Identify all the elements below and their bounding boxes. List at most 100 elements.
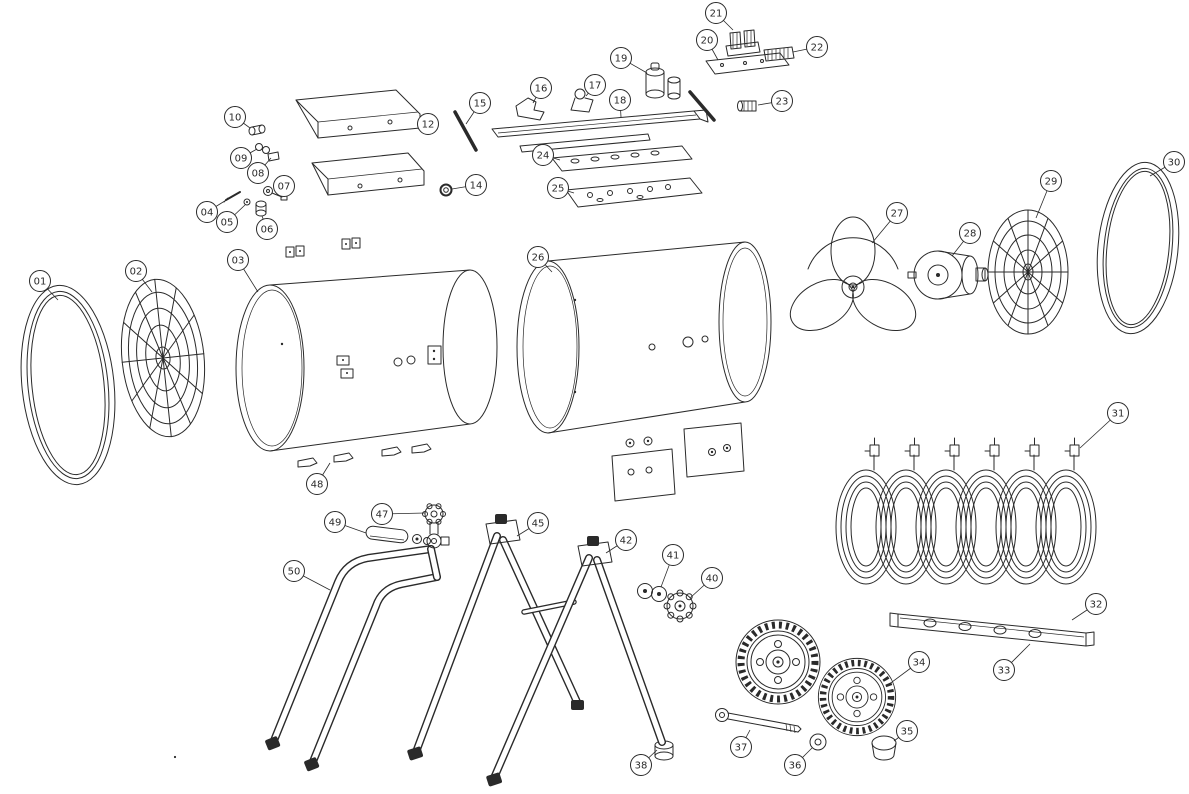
svg-text:28: 28 [964,229,977,240]
part-15-rod [453,110,478,152]
callout-14: 14 [451,174,487,196]
part-17-bracket [570,88,594,113]
part-23-fitting [737,100,757,112]
svg-text:34: 34 [913,658,926,669]
svg-text:04: 04 [201,208,214,219]
svg-text:21: 21 [710,9,723,20]
svg-text:40: 40 [706,574,719,585]
callout-25: 25 [547,177,575,199]
svg-text:18: 18 [614,96,627,107]
svg-text:32: 32 [1090,600,1103,611]
svg-text:14: 14 [470,181,483,192]
callout-18: 18 [609,89,631,118]
callout-19: 19 [610,47,648,74]
part-03-drum [235,269,498,452]
callout-07: 07 [273,175,295,197]
svg-text:25: 25 [552,184,565,195]
part-20-board [705,52,790,75]
svg-text:29: 29 [1045,177,1058,188]
svg-text:07: 07 [278,182,291,193]
stray-mark [173,755,177,759]
callout-27: 27 [871,202,908,244]
svg-text:31: 31 [1112,409,1125,420]
callout-24: 24 [532,144,561,166]
part-50-handle-frame [265,545,441,772]
callout-42: 42 [605,529,637,554]
svg-text:02: 02 [130,267,143,278]
part-35-cap [871,735,897,761]
callout-01: 01 [29,270,59,301]
part-49-grip [365,525,431,545]
part-25-plate [565,177,703,208]
drum-top-clips [285,237,361,258]
svg-text:24: 24 [537,151,550,162]
svg-text:03: 03 [232,256,245,267]
svg-text:49: 49 [329,518,342,529]
part-48-clips [297,443,432,468]
callout-47: 47 [371,503,426,525]
part-01-ring [20,284,116,486]
svg-text:10: 10 [229,113,242,124]
callout-29: 29 [1035,170,1062,219]
callout-28: 28 [951,222,981,257]
callout-09: 09 [230,147,258,169]
svg-text:26: 26 [532,253,545,264]
part-27-fan-blade [789,216,917,332]
mounting-plates [611,422,745,502]
svg-text:05: 05 [221,218,234,229]
callout-49: 49 [324,511,367,534]
callout-12: 12 [417,113,439,135]
callout-06: 06 [256,215,278,240]
callout-37: 37 [730,729,752,758]
part-32-33-manifold-bar [889,612,1095,647]
part-29-fan-guard [987,209,1069,335]
callout-20: 20 [696,29,719,61]
ignition-rod [688,90,716,122]
callout-17: 17 [584,74,606,97]
callout-22: 22 [792,36,828,58]
callout-50: 50 [283,560,331,591]
callout-08: 08 [247,157,272,184]
svg-text:35: 35 [901,727,914,738]
part-22-terminal-strip [763,46,795,62]
part-34-wheels [736,620,896,736]
part-19-capacitor [645,62,681,100]
callout-41: 41 [660,544,684,588]
part-42-leg-frame [486,536,666,787]
svg-text:37: 37 [735,743,748,754]
callout-36: 36 [784,747,813,776]
svg-text:09: 09 [235,154,248,165]
part-28-motor [907,250,989,300]
part-21-terminal [725,29,761,57]
svg-text:41: 41 [667,551,680,562]
callout-16: 16 [530,77,552,104]
part-14-nut [439,183,453,197]
svg-text:30: 30 [1168,158,1181,169]
callout-45: 45 [516,512,549,537]
part-40-knob [663,589,697,623]
svg-text:45: 45 [532,519,545,530]
callout-04: 04 [196,198,229,223]
svg-text:23: 23 [776,97,789,108]
svg-text:20: 20 [701,36,714,47]
svg-text:42: 42 [620,536,633,547]
svg-text:22: 22 [811,43,824,54]
svg-text:48: 48 [311,480,324,491]
svg-text:17: 17 [589,81,602,92]
svg-text:50: 50 [288,567,301,578]
svg-text:06: 06 [261,225,274,236]
callout-02: 02 [125,260,153,293]
callout-05: 05 [216,204,246,233]
part-31-coils [835,437,1097,585]
part-02-fan-guard [120,278,206,438]
part-18-rail [491,109,709,153]
callout-38: 38 [630,749,658,776]
part-37-axle [715,708,802,734]
part-41-washers [637,583,667,602]
part-16-bracket [515,97,545,121]
callout-23: 23 [757,90,793,112]
callout-26: 26 [527,246,553,273]
